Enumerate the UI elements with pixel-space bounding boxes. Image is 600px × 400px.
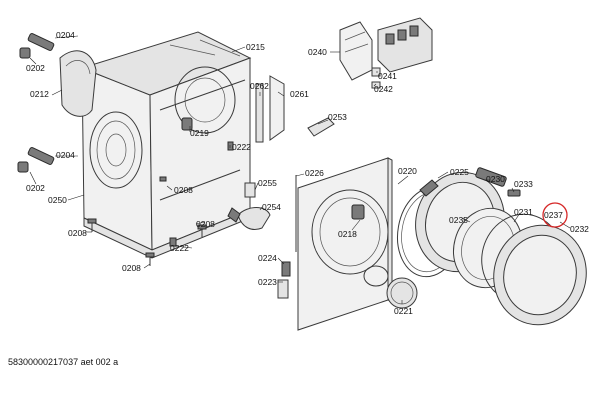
callout-labels: 0204 0202 0212 0204 0202 0250 0208 0215 … — [26, 30, 589, 316]
callout-label: 0208 — [68, 228, 87, 238]
highlight-circle — [542, 202, 568, 228]
foot-screws — [87, 176, 207, 266]
callout-label: 0255 — [258, 178, 277, 188]
small-part-0233 — [507, 189, 521, 197]
callout-label: 0225 — [450, 167, 469, 177]
callout-label: 0215 — [246, 42, 265, 52]
callout-label: 0223 — [258, 277, 277, 287]
callout-label: 0224 — [258, 253, 277, 263]
callout-label: 0232 — [570, 224, 589, 234]
rail-parts — [255, 75, 335, 143]
callout-label: 0235 — [449, 215, 468, 225]
callout-label: 0222 — [232, 142, 251, 152]
callout-label: 0208 — [122, 263, 141, 273]
callout-label: 0208 — [174, 185, 193, 195]
side-cover-0212 — [59, 50, 97, 117]
hinge-bracket-lower — [17, 147, 55, 173]
leader-lines — [29, 35, 571, 304]
callout-label: 0219 — [190, 128, 209, 138]
callout-label: 0221 — [394, 306, 413, 316]
callout-label: 0241 — [378, 71, 397, 81]
callout-label: 0254 — [262, 202, 281, 212]
door-outer-frame-0232 — [493, 224, 587, 326]
callout-label: 0250 — [48, 195, 67, 205]
cabinet-housing — [80, 31, 252, 259]
callout-label: 0231 — [514, 207, 533, 217]
reference-number: 58300000217037 aet 002 a — [8, 357, 119, 367]
callout-label: 0226 — [305, 168, 324, 178]
callout-label: 0204 — [56, 30, 75, 40]
callout-label: 0261 — [290, 89, 309, 99]
callout-label: 0202 — [26, 63, 45, 73]
callout-label: 0220 — [398, 166, 417, 176]
callout-label: 0208 — [196, 219, 215, 229]
callout-label: 0242 — [374, 84, 393, 94]
callout-label: 0218 — [338, 229, 357, 239]
callout-label: 0222 — [170, 243, 189, 253]
callout-label: 0262 — [250, 81, 269, 91]
callout-label: 0240 — [308, 47, 327, 57]
front-panel-0226 — [297, 157, 393, 331]
callout-label: 0253 — [328, 112, 347, 122]
callout-label: 0212 — [30, 89, 49, 99]
callout-label-highlighted: 0237 — [544, 210, 563, 220]
callout-label: 0230 — [486, 174, 505, 184]
lever-rod — [277, 175, 297, 299]
callout-label: 0204 — [56, 150, 75, 160]
callout-label: 0233 — [514, 179, 533, 189]
hinge-bracket-upper — [19, 33, 55, 59]
callout-label: 0202 — [26, 183, 45, 193]
small-parts-cabinet — [169, 117, 271, 247]
